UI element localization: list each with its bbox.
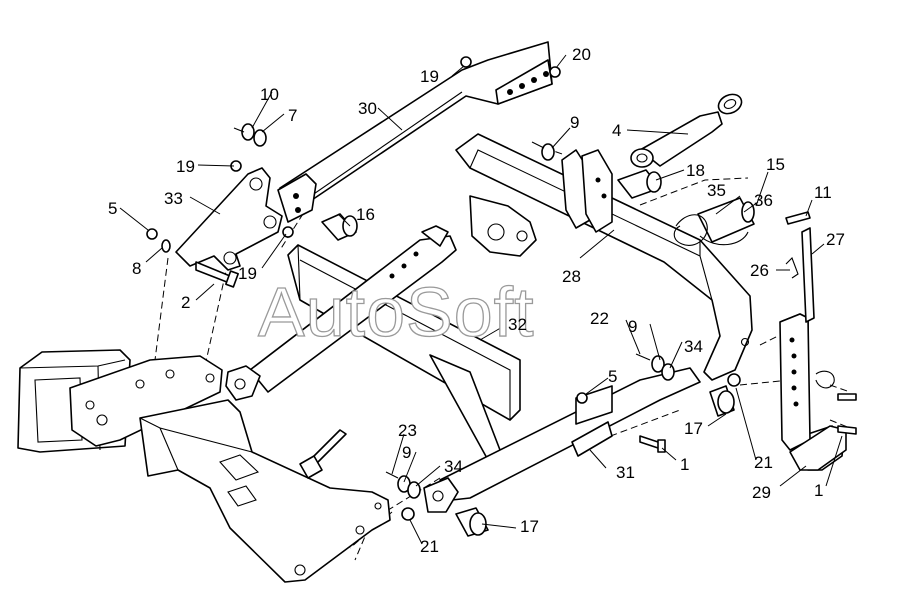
- callout-33: 33: [164, 189, 183, 208]
- callout-numbers: 10 7 19 33 5 8 2 19 19 20 30 16 9 4 18 1…: [108, 45, 845, 556]
- clip-part-26: [785, 257, 799, 279]
- callout-7: 7: [288, 106, 297, 125]
- callout-31: 31: [616, 463, 635, 482]
- callout-26: 26: [750, 261, 769, 280]
- fasteners: [146, 56, 857, 521]
- callout-17-bottom: 17: [520, 517, 539, 536]
- callout-29: 29: [752, 483, 771, 502]
- callout-16: 16: [356, 205, 375, 224]
- callout-34-bottom: 34: [444, 457, 463, 476]
- callout-22: 22: [590, 309, 609, 328]
- callout-23: 23: [398, 421, 417, 440]
- callout-19-top: 19: [420, 67, 439, 86]
- callout-28: 28: [562, 267, 581, 286]
- callout-15: 15: [766, 155, 785, 174]
- callout-5-left: 5: [108, 199, 117, 218]
- callout-1-right: 1: [814, 481, 823, 500]
- vertical-bracket-part-29: [779, 313, 847, 471]
- turnbuckle-part-4: [630, 93, 743, 168]
- callout-9-right: 9: [628, 317, 637, 336]
- callout-30: 30: [358, 99, 377, 118]
- pin-part-11: [785, 211, 811, 225]
- link-plate-part-33: [175, 167, 283, 271]
- callout-34-right: 34: [684, 337, 703, 356]
- pin-part-17-right: [709, 385, 735, 417]
- lower-frame-part-32: [225, 225, 701, 513]
- pin-part-17-bottom: [455, 507, 489, 537]
- callout-9-top: 9: [570, 113, 579, 132]
- callout-27: 27: [826, 230, 845, 249]
- callout-1-mid: 1: [680, 455, 689, 474]
- callout-4: 4: [612, 121, 621, 140]
- main-frame-part: [17, 349, 391, 583]
- callout-21-bottom: 21: [420, 537, 439, 556]
- callout-35: 35: [707, 181, 726, 200]
- pin-part-16: [321, 213, 358, 241]
- callout-11: 11: [814, 183, 832, 202]
- callout-19-left: 19: [176, 157, 195, 176]
- rod-part-27: [801, 227, 815, 323]
- top-link-beam-part-30: [277, 41, 553, 223]
- clip-part-35: [673, 214, 708, 246]
- callout-9-bottom: 9: [402, 443, 411, 462]
- clip-part-36: [699, 231, 749, 246]
- callout-18: 18: [686, 161, 705, 180]
- callout-21-right: 21: [754, 453, 773, 472]
- callout-2: 2: [181, 293, 190, 312]
- callout-10: 10: [260, 85, 279, 104]
- callout-5-right: 5: [608, 367, 617, 386]
- callout-leader-lines: [119, 54, 843, 545]
- watermark-text: AutoSoft: [258, 273, 535, 351]
- frame-part-28: [455, 133, 753, 381]
- callout-17-right: 17: [684, 419, 703, 438]
- callout-32: 32: [508, 315, 527, 334]
- callout-36: 36: [754, 191, 773, 210]
- pin-part-18: [617, 169, 662, 199]
- callout-20: 20: [572, 45, 591, 64]
- callout-8: 8: [132, 259, 141, 278]
- callout-19-mid: 19: [238, 264, 257, 283]
